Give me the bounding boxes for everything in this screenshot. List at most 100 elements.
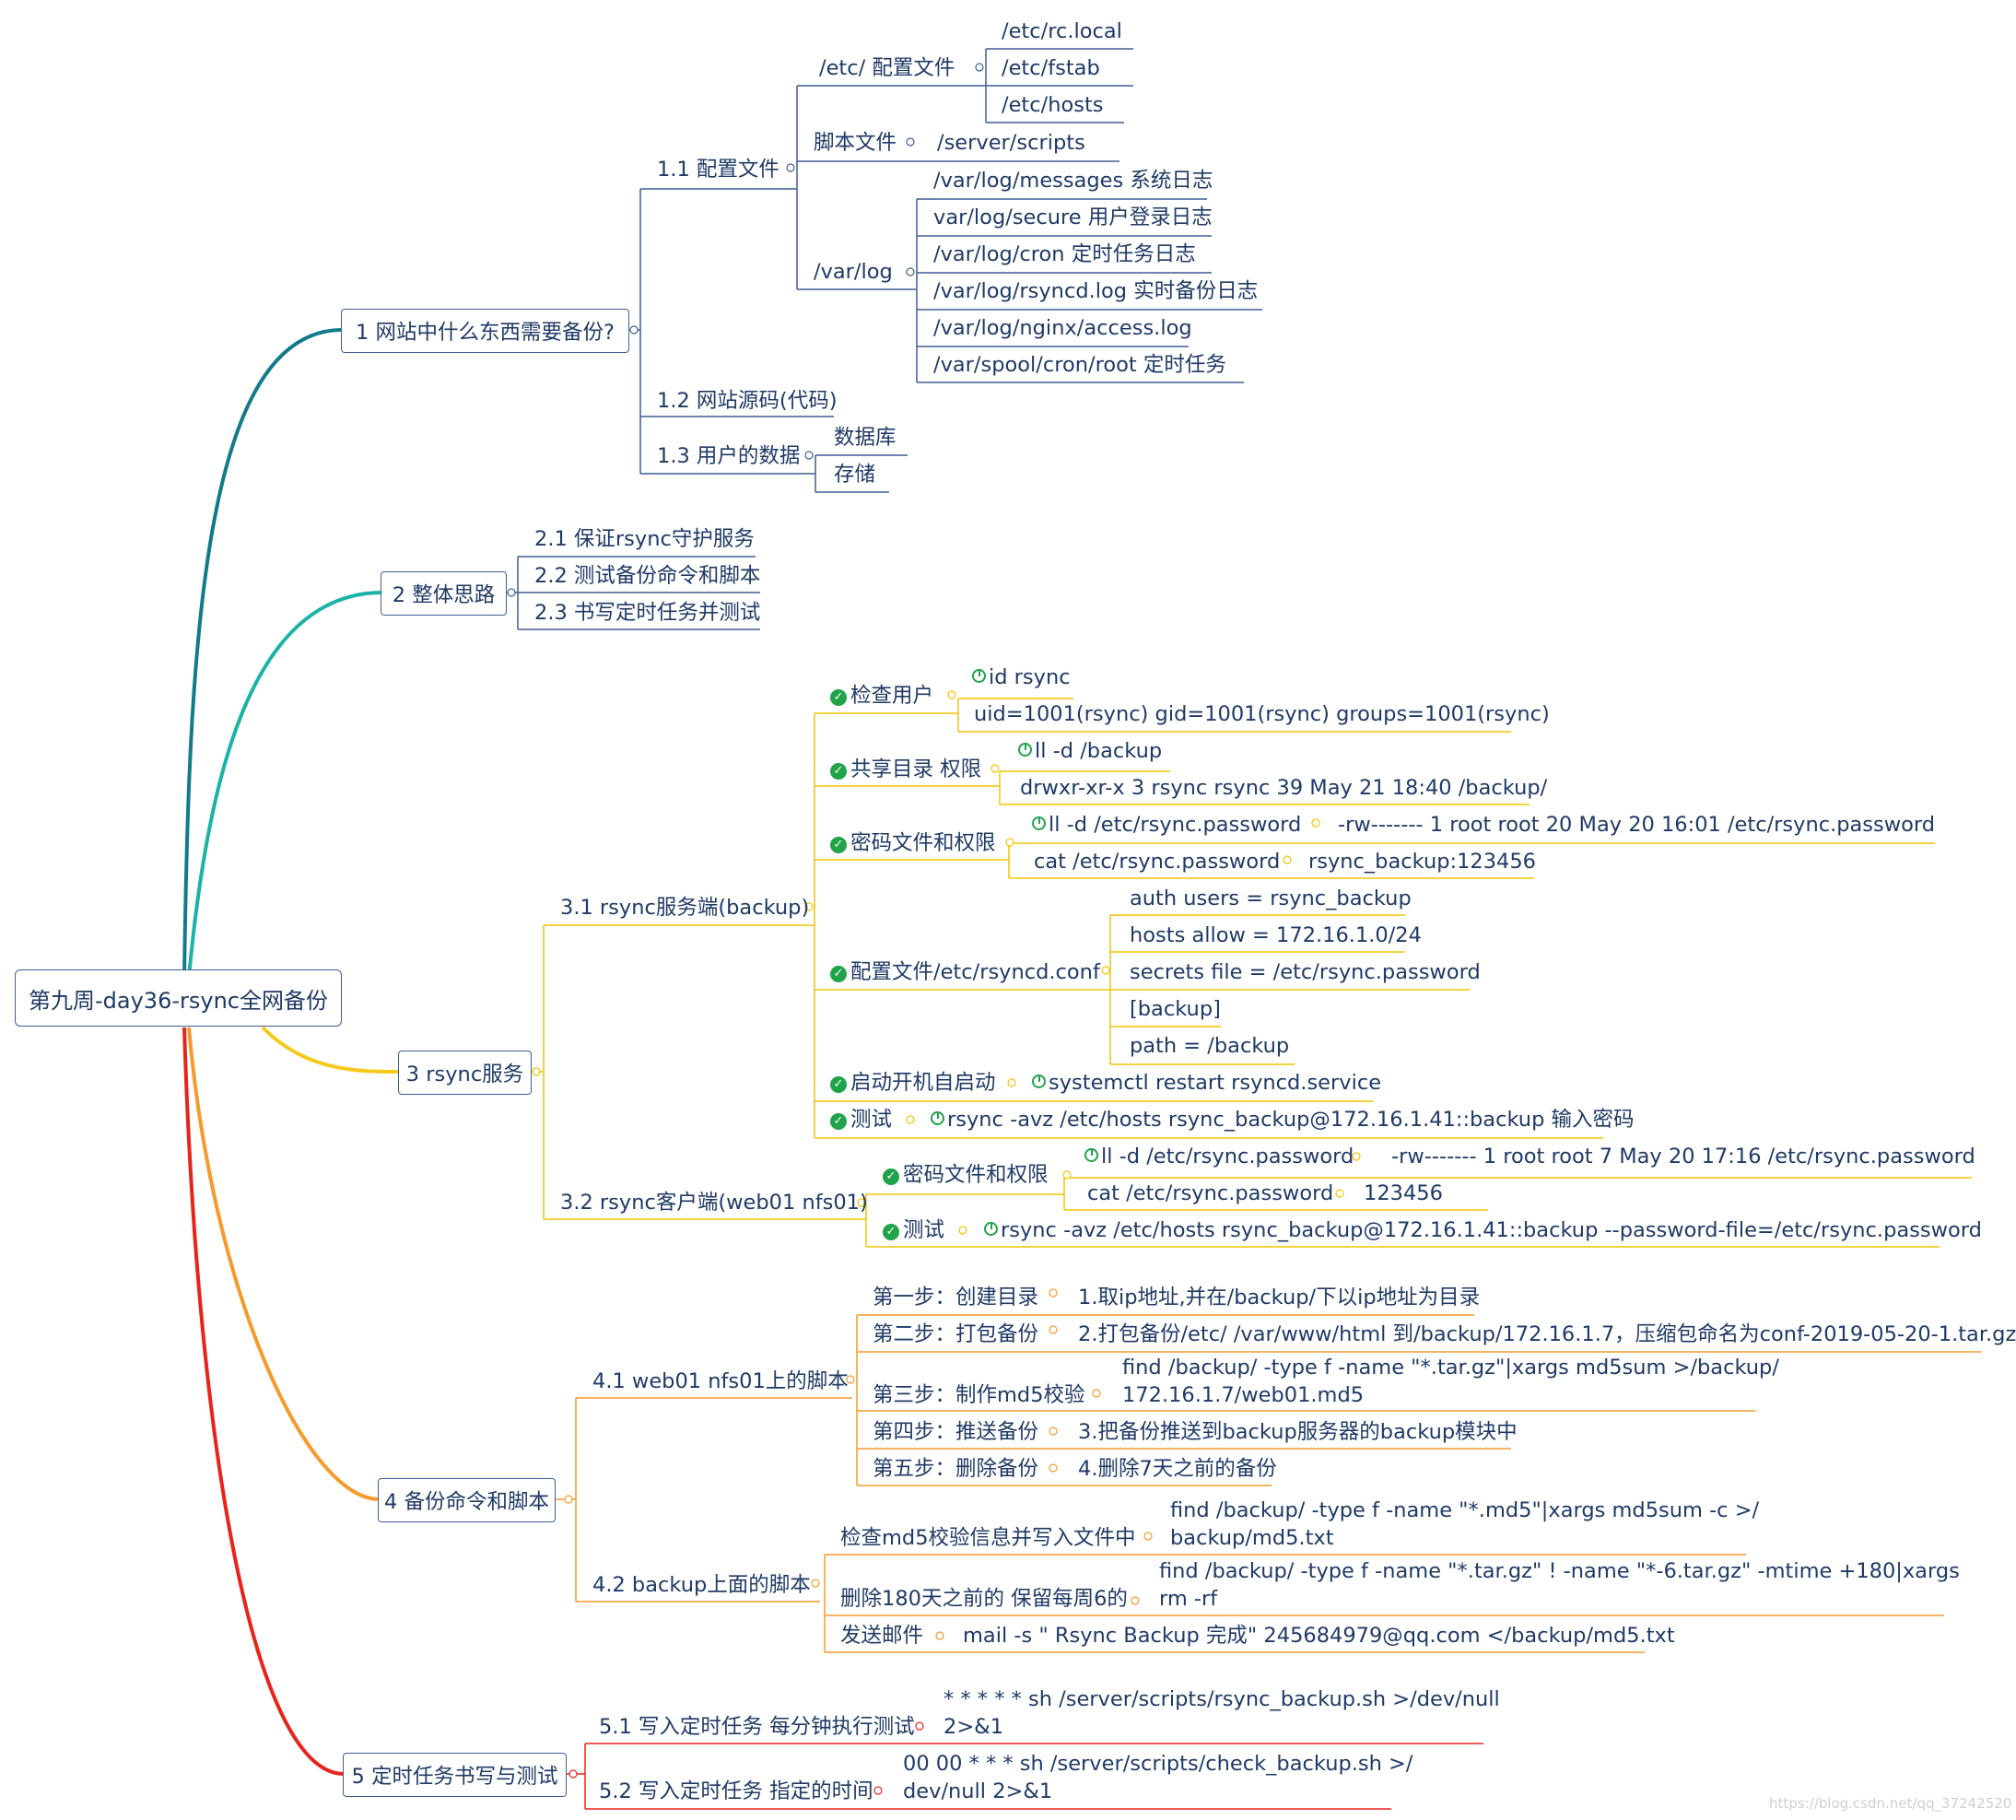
conf-backup-module[interactable]: [backup] bbox=[1130, 997, 1221, 1021]
step-2-desc[interactable]: 2.打包备份/etc/ /var/www/html 到/backup/172.1… bbox=[1078, 1322, 2016, 1346]
cron-5-2-line1[interactable]: 00 00 * * * sh /server/scripts/check_bac… bbox=[903, 1752, 1413, 1776]
cmd-text: ll -d /etc/rsync.password bbox=[1049, 813, 1302, 837]
topic-1-2-source-code[interactable]: 1.2 网站源码(代码) bbox=[657, 389, 838, 413]
cmd-id-rsync[interactable]: id rsync bbox=[972, 667, 1071, 688]
topic-4-backup-scripts[interactable]: 4 备份命令和脚本 bbox=[378, 1478, 556, 1522]
conf-path[interactable]: path = /backup bbox=[1130, 1034, 1290, 1058]
cron-5-1-line1[interactable]: * * * * * sh /server/scripts/rsync_backu… bbox=[944, 1687, 1500, 1711]
server-item-check-md5[interactable]: 检查md5校验信息并写入文件中 bbox=[840, 1526, 1136, 1550]
output-ll-password[interactable]: -rw------- 1 root root 20 May 20 16:01 /… bbox=[1338, 813, 1936, 837]
etc-item-fstab[interactable]: /etc/fstab bbox=[1002, 56, 1100, 80]
topic-4-1-client-script[interactable]: 4.1 web01 nfs01上的脚本 bbox=[592, 1369, 849, 1393]
task-client-test[interactable]: ✓测试 bbox=[883, 1220, 944, 1241]
branch-4-connector bbox=[187, 1027, 379, 1501]
step-3-desc-line1[interactable]: find /backup/ -type f -name "*.tar.gz"|x… bbox=[1122, 1356, 1779, 1380]
conf-hosts-allow[interactable]: hosts allow = 172.16.1.0/24 bbox=[1130, 923, 1422, 947]
varlog-item-nginx[interactable]: /var/log/nginx/access.log bbox=[933, 316, 1192, 340]
task-boot-start[interactable]: ✓启动开机自启动 bbox=[830, 1073, 996, 1094]
branch-2-connector bbox=[187, 591, 381, 978]
step-4-label[interactable]: 第四步：推送备份 bbox=[873, 1420, 1039, 1444]
step-3-desc-line2[interactable]: 172.16.1.7/web01.md5 bbox=[1122, 1383, 1365, 1407]
varlog-item-cron[interactable]: /var/log/cron 定时任务日志 bbox=[933, 242, 1196, 266]
topic-2-overall-plan[interactable]: 2 整体思路 bbox=[381, 571, 507, 616]
check-done-icon: ✓ bbox=[830, 763, 847, 780]
topic-5-cron-tasks[interactable]: 5 定时任务书写与测试 bbox=[343, 1753, 567, 1797]
step-3-label[interactable]: 第三步：制作md5校验 bbox=[873, 1383, 1085, 1407]
topic-5-1-cron-every-minute[interactable]: 5.1 写入定时任务 每分钟执行测试 bbox=[599, 1715, 915, 1739]
server-item-check-md5-desc2[interactable]: backup/md5.txt bbox=[1170, 1526, 1334, 1550]
cmd-server-rsync-test[interactable]: rsync -avz /etc/hosts rsync_backup@172.1… bbox=[931, 1110, 1635, 1131]
check-done-icon: ✓ bbox=[830, 966, 847, 982]
user-data-database[interactable]: 数据库 bbox=[834, 426, 897, 450]
topic-script-files[interactable]: 脚本文件 bbox=[814, 131, 897, 155]
topic-1-backup-what[interactable]: 1 网站中什么东西需要备份? bbox=[341, 309, 629, 353]
user-data-storage[interactable]: 存储 bbox=[834, 463, 876, 487]
step-1-desc[interactable]: 1.取ip地址,并在/backup/下以ip地址为目录 bbox=[1078, 1286, 1481, 1309]
topic-3-rsync-service[interactable]: 3 rsync服务 bbox=[398, 1051, 532, 1095]
conf-secrets-file[interactable]: secrets file = /etc/rsync.password bbox=[1130, 960, 1481, 984]
varlog-item-rsyncd[interactable]: /var/log/rsyncd.log 实时备份日志 bbox=[933, 279, 1259, 303]
topic-var-log[interactable]: /var/log bbox=[814, 260, 893, 284]
topic-1-1-config-files[interactable]: 1.1 配置文件 bbox=[657, 158, 779, 182]
cmd-client-cat-password[interactable]: cat /etc/rsync.password bbox=[1087, 1181, 1334, 1205]
output-id-rsync[interactable]: uid=1001(rsync) gid=1001(rsync) groups=1… bbox=[974, 702, 1550, 726]
output-client-ll-password[interactable]: -rw------- 1 root root 7 May 20 17:16 /e… bbox=[1391, 1145, 1975, 1168]
branch-2-lines bbox=[507, 556, 760, 630]
output-ll-backup[interactable]: drwxr-xr-x 3 rsync rsync 39 May 21 18:40… bbox=[1020, 776, 1548, 800]
cmd-ll-backup[interactable]: ll -d /backup bbox=[1018, 741, 1162, 762]
cmd-client-ll-password[interactable]: ll -d /etc/rsync.password bbox=[1084, 1146, 1354, 1168]
step-5-label[interactable]: 第五步：删除备份 bbox=[873, 1457, 1039, 1481]
server-item-delete-old-desc2[interactable]: rm -rf bbox=[1159, 1587, 1218, 1611]
plan-item-2-1[interactable]: 2.1 保证rsync守护服务 bbox=[534, 527, 755, 551]
varlog-item-messages[interactable]: /var/log/messages 系统日志 bbox=[933, 169, 1213, 193]
server-item-send-mail[interactable]: 发送邮件 bbox=[840, 1624, 924, 1648]
task-label: 共享目录 权限 bbox=[850, 757, 982, 781]
cron-5-1-line2[interactable]: 2>&1 bbox=[944, 1715, 1004, 1739]
script-dir-item[interactable]: /server/scripts bbox=[937, 131, 1085, 155]
varlog-item-spool-cron[interactable]: /var/spool/cron/root 定时任务 bbox=[933, 353, 1226, 377]
varlog-item-secure[interactable]: var/log/secure 用户登录日志 bbox=[933, 205, 1213, 229]
etc-item-hosts[interactable]: /etc/hosts bbox=[1002, 93, 1104, 117]
cmd-systemctl[interactable]: systemctl restart rsyncd.service bbox=[1032, 1073, 1381, 1094]
topic-3-2-rsync-client[interactable]: 3.2 rsync客户端(web01 nfs01) bbox=[560, 1191, 868, 1215]
server-item-delete-old[interactable]: 删除180天之前的 保留每周6的 bbox=[840, 1587, 1128, 1611]
topic-5-2-cron-scheduled[interactable]: 5.2 写入定时任务 指定的时间 bbox=[599, 1779, 873, 1803]
output-cat-password[interactable]: rsync_backup:123456 bbox=[1308, 850, 1536, 874]
topic-4-2-server-script[interactable]: 4.2 backup上面的脚本 bbox=[592, 1573, 811, 1597]
root-topic[interactable]: 第九周-day36-rsync全网备份 bbox=[15, 969, 342, 1027]
topic-3-1-rsync-server[interactable]: 3.1 rsync服务端(backup) bbox=[560, 896, 810, 920]
task-label: 密码文件和权限 bbox=[850, 831, 996, 855]
step-5-desc[interactable]: 4.删除7天之前的备份 bbox=[1078, 1457, 1277, 1481]
cmd-cat-password[interactable]: cat /etc/rsync.password bbox=[1034, 850, 1281, 874]
branch-3-connector bbox=[261, 1026, 399, 1074]
collapse-markers-3 bbox=[532, 690, 1361, 1235]
task-check-user[interactable]: ✓检查用户 bbox=[830, 686, 933, 707]
step-1-label[interactable]: 第一步：创建目录 bbox=[873, 1286, 1039, 1309]
step-2-label[interactable]: 第二步：打包备份 bbox=[873, 1322, 1039, 1346]
task-label: 检查用户 bbox=[850, 684, 934, 708]
cron-5-2-line2[interactable]: dev/null 2>&1 bbox=[903, 1779, 1053, 1803]
branch-4-lines bbox=[556, 1314, 1981, 1653]
output-client-cat-password[interactable]: 123456 bbox=[1364, 1181, 1443, 1205]
cmd-ll-password[interactable]: ll -d /etc/rsync.password bbox=[1032, 815, 1301, 836]
watermark: https://blog.csdn.net/qq_37242520 bbox=[1769, 1795, 2012, 1812]
task-server-test[interactable]: ✓测试 bbox=[830, 1110, 892, 1131]
task-password-file[interactable]: ✓密码文件和权限 bbox=[830, 833, 996, 854]
conf-auth-users[interactable]: auth users = rsync_backup bbox=[1130, 887, 1412, 910]
task-share-dir[interactable]: ✓共享目录 权限 bbox=[830, 759, 981, 781]
task-rsyncd-conf[interactable]: ✓配置文件/etc/rsyncd.conf bbox=[830, 962, 1100, 983]
collapse-markers-4 bbox=[564, 1288, 1153, 1640]
server-item-send-mail-desc[interactable]: mail -s " Rsync Backup 完成" 245684979@qq.… bbox=[963, 1624, 1675, 1648]
etc-item-rc-local[interactable]: /etc/rc.local bbox=[1002, 19, 1122, 43]
task-client-password[interactable]: ✓密码文件和权限 bbox=[883, 1165, 1049, 1186]
plan-item-2-3[interactable]: 2.3 书写定时任务并测试 bbox=[534, 601, 761, 625]
collapse-markers-5 bbox=[568, 1721, 924, 1795]
cmd-text: rsync -avz /etc/hosts rsync_backup@172.1… bbox=[1001, 1218, 1982, 1242]
topic-etc-config[interactable]: /etc/ 配置文件 bbox=[819, 56, 955, 80]
topic-1-3-user-data[interactable]: 1.3 用户的数据 bbox=[657, 444, 801, 468]
server-item-delete-old-desc1[interactable]: find /backup/ -type f -name "*.tar.gz" !… bbox=[1159, 1559, 1960, 1583]
step-4-desc[interactable]: 3.把备份推送到backup服务器的backup模块中 bbox=[1078, 1420, 1518, 1444]
cmd-client-rsync-test[interactable]: rsync -avz /etc/hosts rsync_backup@172.1… bbox=[984, 1220, 1982, 1241]
server-item-check-md5-desc1[interactable]: find /backup/ -type f -name "*.md5"|xarg… bbox=[1170, 1498, 1760, 1522]
plan-item-2-2[interactable]: 2.2 测试备份命令和脚本 bbox=[534, 564, 761, 588]
